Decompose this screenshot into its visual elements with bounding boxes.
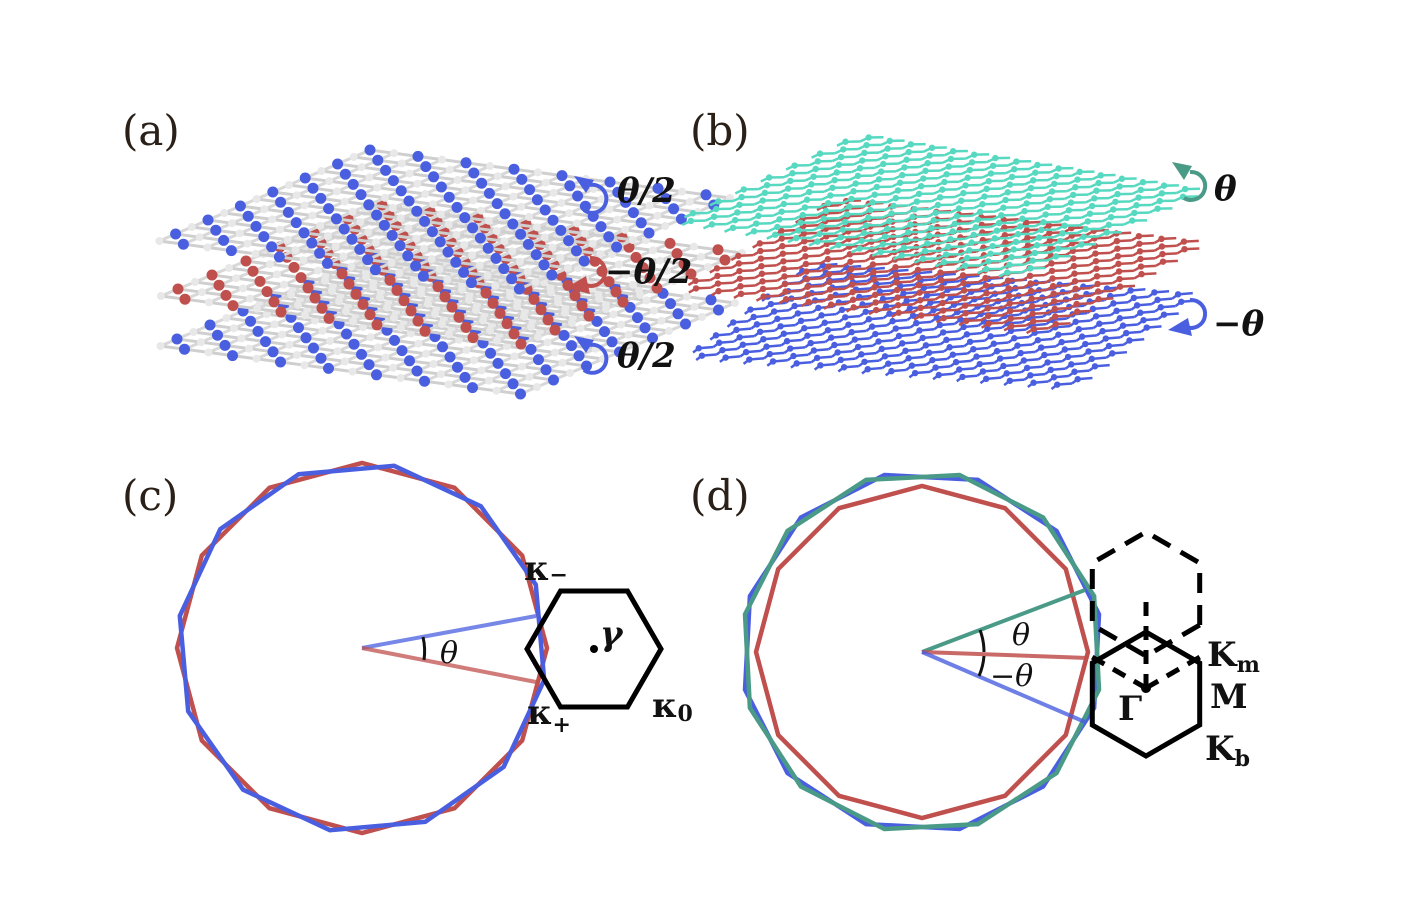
- rotation-arrow-a-top: [574, 176, 609, 215]
- rotation-arrow-b-top: [1172, 162, 1208, 202]
- blue-radius-line-c: [361, 614, 537, 650]
- red-radius-line-d: [921, 650, 1089, 660]
- gamma-label-c: γ: [600, 614, 624, 654]
- panel-b-label: (b): [690, 106, 750, 155]
- m-label: M: [1210, 677, 1248, 717]
- teal-radius-line-d: [921, 588, 1086, 654]
- k-b-label: Kb: [1205, 729, 1250, 772]
- rotation-arrow-b-bottom: [1168, 297, 1208, 336]
- k-plus-label: κ+: [527, 693, 571, 738]
- angle-arc-d-upper: [978, 629, 986, 653]
- rotation-arrow-a-bottom: [574, 336, 609, 375]
- rotation-arrow-a-middle: [566, 255, 608, 294]
- dashed-spokes-d: [1090, 600, 1202, 691]
- blue-radius-line-d: [921, 650, 1086, 724]
- rotation-label-b-bottom: −θ: [1213, 304, 1264, 344]
- red-radius-line-c: [361, 646, 537, 684]
- red-brillouin-zone-d: [753, 483, 1091, 821]
- rotation-label-a-top: θ/2: [617, 171, 676, 211]
- k-zero-label: κ0: [652, 686, 693, 727]
- blue-brillouin-zone-d: [742, 472, 1102, 832]
- red-brillouin-zone-c: [174, 460, 550, 836]
- angle-label-d-pos: θ: [1012, 618, 1030, 653]
- moire-brillouin-zone-d: [1089, 629, 1203, 759]
- panel-d-label: (d): [690, 471, 750, 520]
- gamma-point-c: [590, 645, 598, 653]
- rotation-label-a-middle: −θ/2: [605, 252, 692, 292]
- angle-label-c: θ: [440, 636, 458, 671]
- panel-a-label: (a): [122, 106, 180, 155]
- angle-arc-d-lower: [977, 655, 986, 677]
- teal-brillouin-zone-d: [742, 472, 1102, 832]
- k-minus-label: κ−: [524, 549, 568, 589]
- k-m-label: Km: [1207, 635, 1260, 678]
- blue-brillouin-zone-c: [177, 463, 547, 833]
- middle-layer-b: [687, 197, 1200, 335]
- trilayer-graphene-b: [681, 134, 1200, 390]
- angle-arc-c: [421, 636, 427, 661]
- top-layer-a: [155, 144, 734, 295]
- gamma-point-d: [1141, 683, 1151, 693]
- rotation-label-b-top: θ: [1214, 169, 1237, 209]
- gamma-label-d: Γ: [1118, 689, 1142, 729]
- top-layer-b: [681, 134, 1200, 278]
- angle-label-d-neg: −θ: [990, 659, 1033, 694]
- panel-c-label: (c): [122, 471, 178, 520]
- rotation-label-a-bottom: θ/2: [617, 336, 676, 376]
- moire-brillouin-zone-c: [524, 588, 664, 710]
- trilayer-lattice-a: [155, 144, 746, 400]
